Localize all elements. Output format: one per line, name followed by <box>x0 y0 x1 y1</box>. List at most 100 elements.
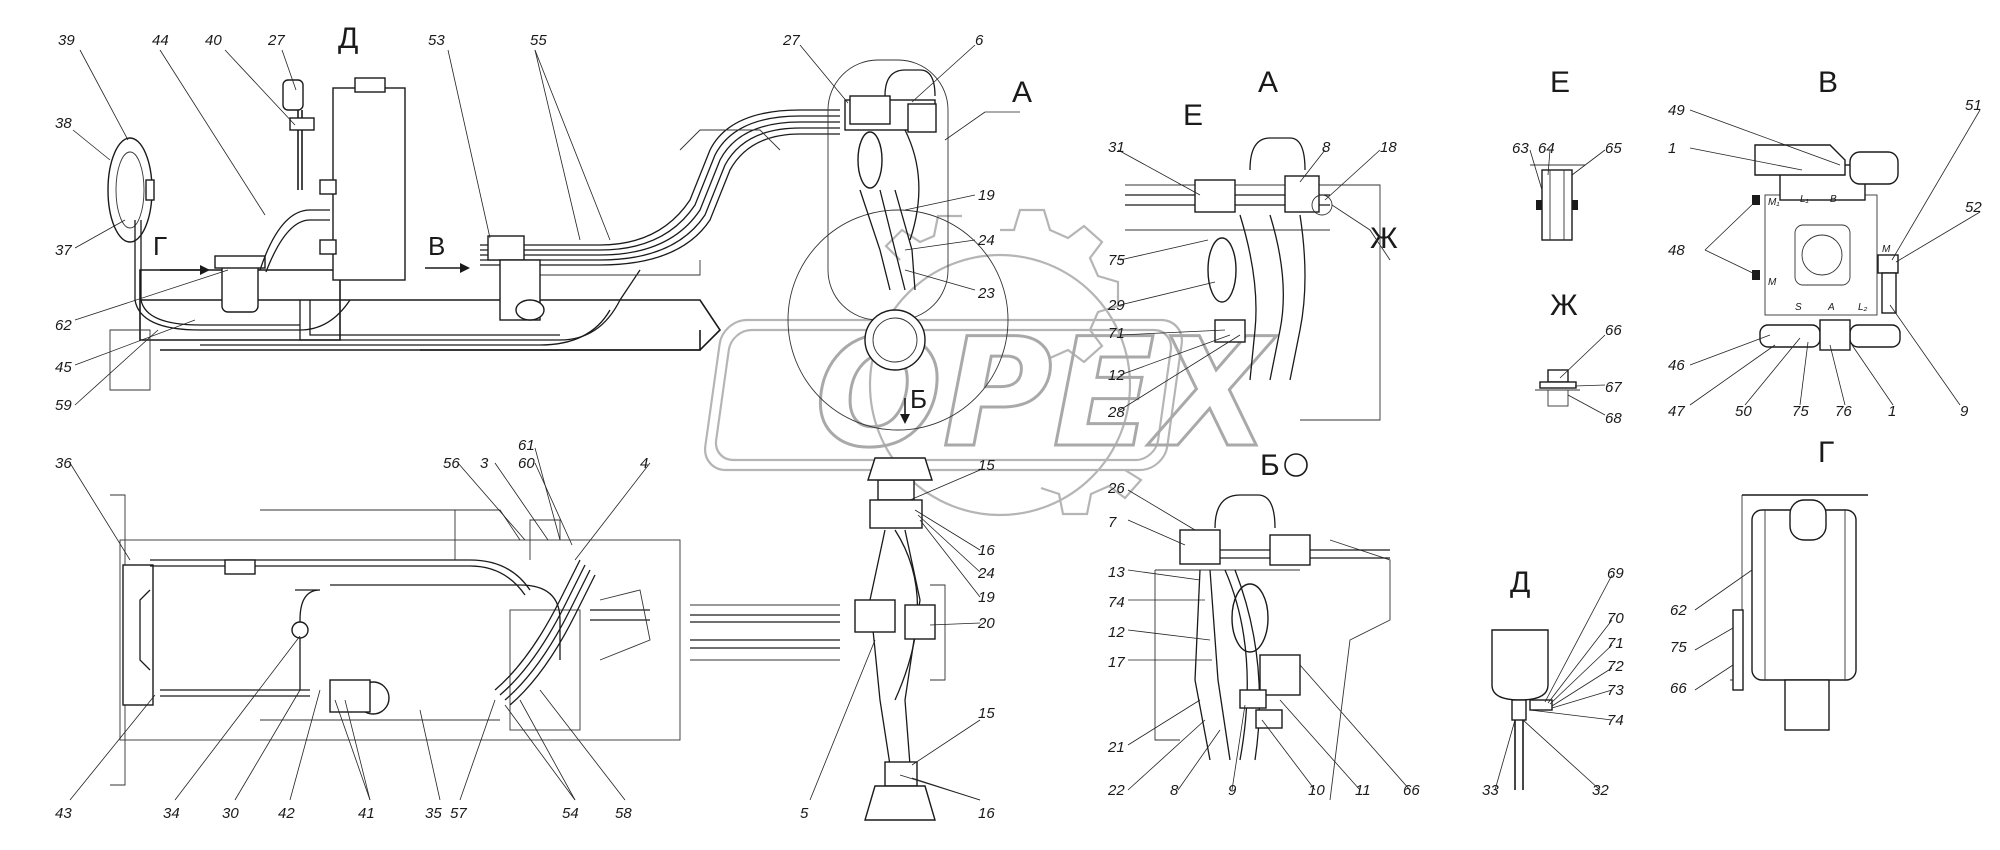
filter-34 <box>291 621 309 639</box>
callout-16a: 16 <box>978 542 995 559</box>
accumulator <box>1207 237 1237 303</box>
callout-4: 4 <box>640 455 648 472</box>
view-label-e: Е <box>1550 66 1570 99</box>
view-arrow-g: Г <box>153 231 167 261</box>
port-label-a: A <box>1827 302 1835 313</box>
callout-27b: 27 <box>782 32 800 49</box>
callout-35: 35 <box>425 805 442 822</box>
callout-40: 40 <box>205 32 222 49</box>
view-marker-zh: Ж <box>1370 222 1398 255</box>
callout-47: 47 <box>1668 403 1685 420</box>
callout-27a: 27 <box>267 32 285 49</box>
callout-19a: 19 <box>978 187 995 204</box>
callout-45: 45 <box>55 359 72 376</box>
hydraulic-tank <box>332 87 406 281</box>
callout-63: 63 <box>1512 140 1529 157</box>
callout-62a: 62 <box>55 317 72 334</box>
view-label-d: Д <box>1510 566 1530 599</box>
callout-12b: 12 <box>1108 624 1125 641</box>
callout-52: 52 <box>1965 199 1982 216</box>
callout-11: 11 <box>1355 782 1371 799</box>
callout-36: 36 <box>55 455 72 472</box>
callout-57: 57 <box>450 805 467 822</box>
callout-21: 21 <box>1107 739 1125 756</box>
callout-1a: 1 <box>1668 140 1676 157</box>
callout-17: 17 <box>1108 654 1125 671</box>
callout-8a: 8 <box>1322 139 1331 156</box>
callout-9b: 9 <box>1228 782 1237 799</box>
callout-60: 60 <box>518 455 535 472</box>
port-label-s: S <box>1795 302 1802 313</box>
callout-67: 67 <box>1605 379 1622 396</box>
callout-59: 59 <box>55 397 72 414</box>
callout-66c: 66 <box>1670 680 1687 697</box>
callout-75b: 75 <box>1792 403 1809 420</box>
valve-block-bd <box>1179 529 1221 565</box>
callout-72: 72 <box>1607 658 1624 675</box>
view-v: В L₁ B M₁ M M S A L₂ <box>1752 66 1901 351</box>
view-marker-e: Е <box>1183 99 1203 132</box>
view-arrow-v: В <box>428 231 445 261</box>
callout-9a: 9 <box>1960 403 1969 420</box>
callout-32: 32 <box>1592 782 1609 799</box>
callout-12a: 12 <box>1108 367 1125 384</box>
callout-3: 3 <box>480 455 489 472</box>
callout-15a: 15 <box>978 457 995 474</box>
valve-7-a <box>1194 179 1236 213</box>
bottle-d <box>1491 629 1549 701</box>
view-d: Д <box>1491 566 1553 790</box>
callout-26: 26 <box>1107 480 1125 497</box>
port-label-m1: M₁ <box>1768 197 1779 208</box>
view-e: Е <box>1530 66 1585 241</box>
callout-39: 39 <box>58 32 75 49</box>
view-marker-d: Д <box>338 22 358 55</box>
callout-6: 6 <box>975 32 984 49</box>
callout-61: 61 <box>518 437 535 454</box>
leader-lines <box>69 44 1981 801</box>
callout-69: 69 <box>1607 565 1624 582</box>
callout-28: 28 <box>1107 404 1125 421</box>
callout-68: 68 <box>1605 410 1622 427</box>
callout-56: 56 <box>443 455 460 472</box>
port-label-b: B <box>1830 194 1837 205</box>
callout-48: 48 <box>1668 242 1685 259</box>
callout-71: 71 <box>1108 325 1125 342</box>
callout-51: 51 <box>1965 97 1982 114</box>
callout-22: 22 <box>1107 782 1125 799</box>
callout-55: 55 <box>530 32 547 49</box>
callout-54: 54 <box>562 805 579 822</box>
callout-15b: 15 <box>978 705 995 722</box>
callout-64: 64 <box>1538 140 1555 157</box>
callout-46: 46 <box>1668 357 1685 374</box>
callout-24a: 24 <box>977 232 995 249</box>
port-label-l1: L₁ <box>1800 194 1809 205</box>
port-label-m2: M <box>1768 277 1777 288</box>
view-a-main: А <box>787 59 1032 431</box>
view-zh: Ж <box>1535 289 1580 407</box>
view-label-a-detail: А <box>1258 66 1278 99</box>
callout-71b: 71 <box>1607 635 1624 652</box>
port-label-m: M <box>1882 244 1891 255</box>
callout-37: 37 <box>55 242 72 259</box>
callout-65: 65 <box>1605 140 1622 157</box>
view-b-detail: Б <box>1154 449 1391 801</box>
pump-6 <box>849 95 891 125</box>
callout-42: 42 <box>278 805 295 822</box>
callout-16b: 16 <box>978 805 995 822</box>
plan-view <box>110 494 681 786</box>
filter-62 <box>221 261 259 313</box>
side-view-main: Г В Д <box>107 22 840 391</box>
view-label-v: В <box>1818 66 1838 99</box>
callout-10: 10 <box>1308 782 1325 799</box>
callout-30: 30 <box>222 805 239 822</box>
callout-70: 70 <box>1607 610 1624 627</box>
callout-75c: 75 <box>1670 639 1687 656</box>
view-a-detail: А Е Ж <box>1125 66 1398 421</box>
callout-53: 53 <box>428 32 445 49</box>
view-arrow-b: Б <box>910 384 927 414</box>
callout-29: 29 <box>1107 297 1125 314</box>
valve-7-b <box>854 599 896 633</box>
callout-76: 76 <box>1835 403 1852 420</box>
callout-1b: 1 <box>1888 403 1896 420</box>
callout-41: 41 <box>358 805 375 822</box>
